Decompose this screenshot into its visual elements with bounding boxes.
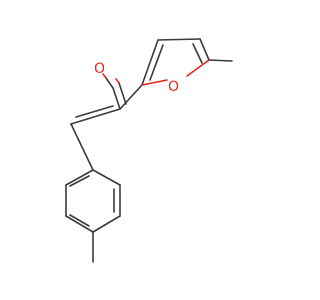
carbonyl-group: O <box>94 61 127 110</box>
furan-ring: O <box>141 38 210 95</box>
molecule-drawing: O O <box>65 38 233 263</box>
carbonyl-oxygen-label: O <box>94 61 105 77</box>
furan-methyl-bond <box>208 59 233 62</box>
furan-oxygen-label: O <box>168 79 179 95</box>
enone-chain <box>70 84 143 171</box>
aromatic-ring <box>65 169 121 233</box>
structure-canvas: O O <box>65 38 233 263</box>
